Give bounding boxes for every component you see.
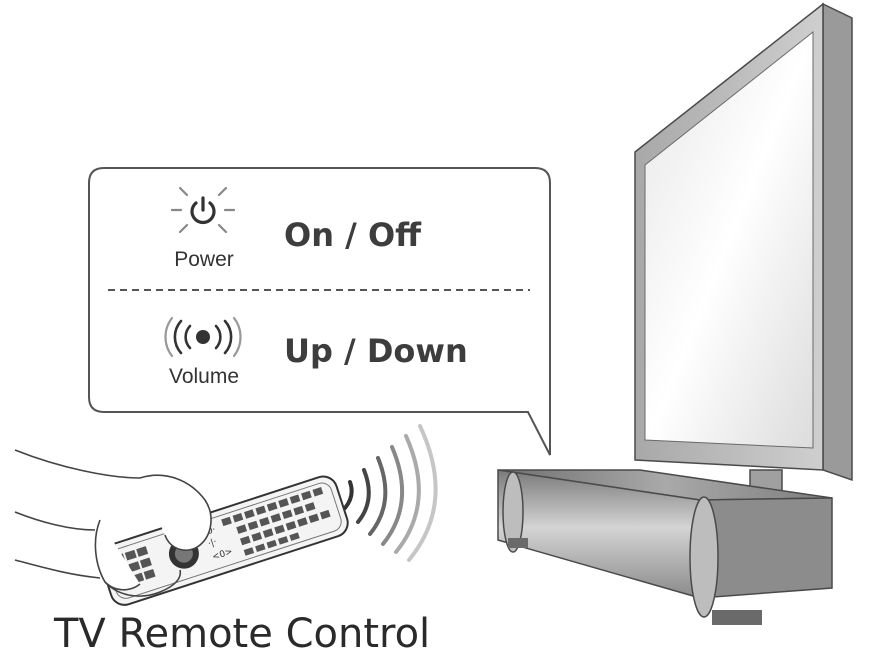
tv-illustration	[634, 2, 853, 501]
svg-text:·|·: ·|·	[207, 537, 218, 549]
volume-icon	[164, 316, 242, 358]
tv-stand	[497, 469, 833, 625]
hand-fingers	[94, 474, 212, 591]
power-icon	[170, 186, 236, 234]
tv-screen	[644, 30, 814, 449]
tv-stand-leg-right	[689, 496, 719, 618]
callout-bubble: Power On / Off Volume Up / Down	[88, 167, 551, 456]
power-action-text: On / Off	[284, 216, 422, 254]
tv-stand-foot-right	[712, 610, 762, 625]
hand-holding-remote: ·0· ·|· <0>	[14, 449, 349, 606]
tv-stand-foot-left	[508, 538, 528, 548]
caption-title: TV Remote Control	[53, 611, 430, 652]
signal-waves-icon	[343, 424, 438, 562]
volume-label: Volume	[169, 365, 239, 388]
callout-outline	[88, 167, 551, 456]
tv-back-panel	[822, 2, 853, 482]
tv-stand-side	[699, 497, 833, 599]
volume-action-text: Up / Down	[284, 332, 468, 370]
power-label: Power	[174, 248, 234, 271]
tv-stand-leg-left	[502, 471, 524, 553]
